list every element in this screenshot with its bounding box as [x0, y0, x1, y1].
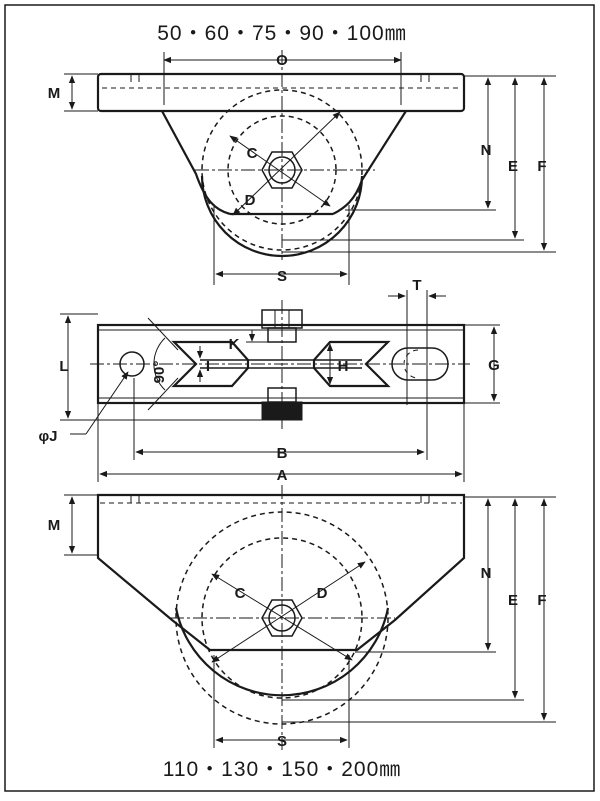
bottom-size-title: 110・130・150・200㎜ [163, 758, 402, 781]
wheel-outline [200, 175, 364, 258]
top-mount-plate [96, 72, 466, 113]
angle-arc [153, 337, 166, 391]
dim-label-d: D [245, 192, 256, 209]
dim-label-t: T [412, 277, 421, 294]
bottom-bracket-body [96, 493, 466, 652]
middle-view: T K L [38, 277, 500, 484]
bottom-dim-label-e: E [508, 592, 518, 609]
dim-label-phij: φJ [38, 428, 57, 445]
dim-label-c: C [247, 145, 258, 162]
dim-label-s: S [277, 268, 287, 285]
top-size-title: 50・60・75・90・100㎜ [157, 22, 406, 45]
phij-leader [85, 371, 129, 435]
dim-label-h: H [338, 358, 349, 375]
dim-label-bm: M [48, 517, 61, 534]
angle-line-lower [147, 377, 179, 411]
dim-label-e: E [508, 158, 518, 175]
bottom-dim-label-f: F [537, 592, 546, 609]
wheel-profile-left [171, 340, 250, 388]
bracket-right [332, 110, 407, 215]
bottom-dim-label-n: N [481, 565, 492, 582]
bottom-plate-holes [130, 495, 430, 503]
dim-label-g: G [488, 357, 500, 374]
dim-line-c [229, 135, 331, 207]
dim-label-a: A [277, 467, 288, 484]
bottom-dim-line-d [211, 561, 366, 663]
dim-label-angle: 90° [151, 361, 168, 384]
bottom-dim-label-s: S [277, 733, 287, 750]
dim-label-n: N [481, 142, 492, 159]
dim-label-m: M [48, 85, 61, 102]
bottom-dim-label-c: C [235, 585, 246, 602]
dim-label-l: L [59, 358, 68, 375]
bottom-view: M C D S N E F 110・130・150・200㎜ [48, 485, 556, 781]
dim-label-b: B [277, 445, 288, 462]
outer-border [4, 4, 595, 792]
dim-label-i: I [206, 358, 210, 375]
top-view: 50・60・75・90・100㎜ O M [48, 22, 556, 285]
dim-label-f: F [537, 158, 546, 175]
bracket-left [161, 110, 231, 216]
bottom-dim-label-d: D [317, 585, 328, 602]
angle-line-upper [147, 317, 179, 351]
plate-holes [130, 74, 430, 82]
slot-hidden-line [403, 349, 419, 379]
dim-label-k: K [229, 336, 240, 353]
